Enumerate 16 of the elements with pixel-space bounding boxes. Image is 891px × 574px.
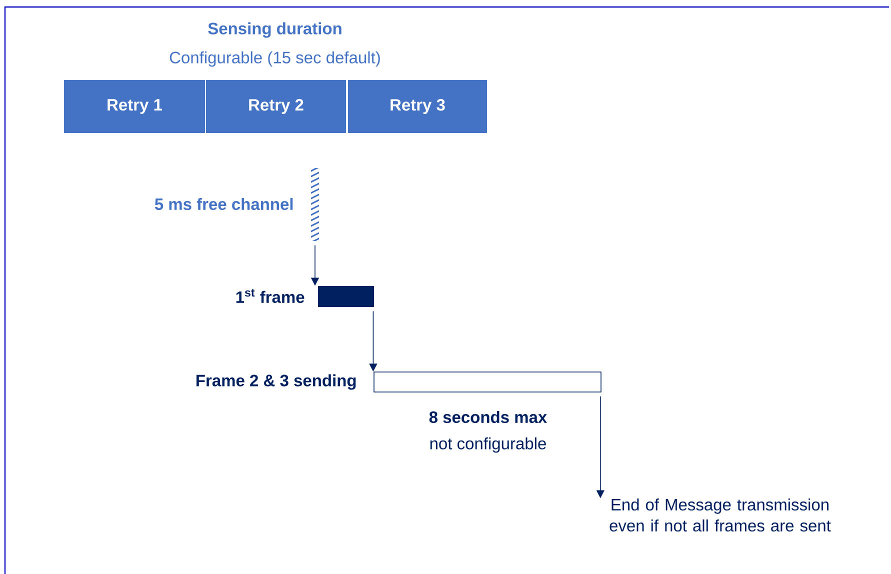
- node-label: Retry 1: [108, 99, 162, 114]
- node-label: Retry 2: [249, 99, 304, 114]
- bar-label: 8 seconds max: [429, 410, 548, 424]
- frame-bar: [374, 372, 602, 392]
- note-text: End of Message transmission even if not all frames are sent: [610, 498, 831, 532]
- title: Sensing duration: [208, 22, 342, 38]
- bar-label: 1$^{st}$ frame: [236, 289, 304, 303]
- retry-box: Retry 3: [348, 80, 487, 133]
- hatched-bar: [311, 168, 319, 241]
- subtitle: Configurable (15 sec default): [170, 51, 380, 67]
- frame-bar: [318, 286, 374, 307]
- retry-box: Retry 2: [206, 80, 346, 133]
- bar-label: Frame 2 & 3 sending: [196, 374, 356, 390]
- retry-box: Retry 1: [64, 80, 205, 133]
- bar-label: not configurable: [430, 437, 546, 453]
- bar-label: 5 ms free channel: [154, 198, 293, 210]
